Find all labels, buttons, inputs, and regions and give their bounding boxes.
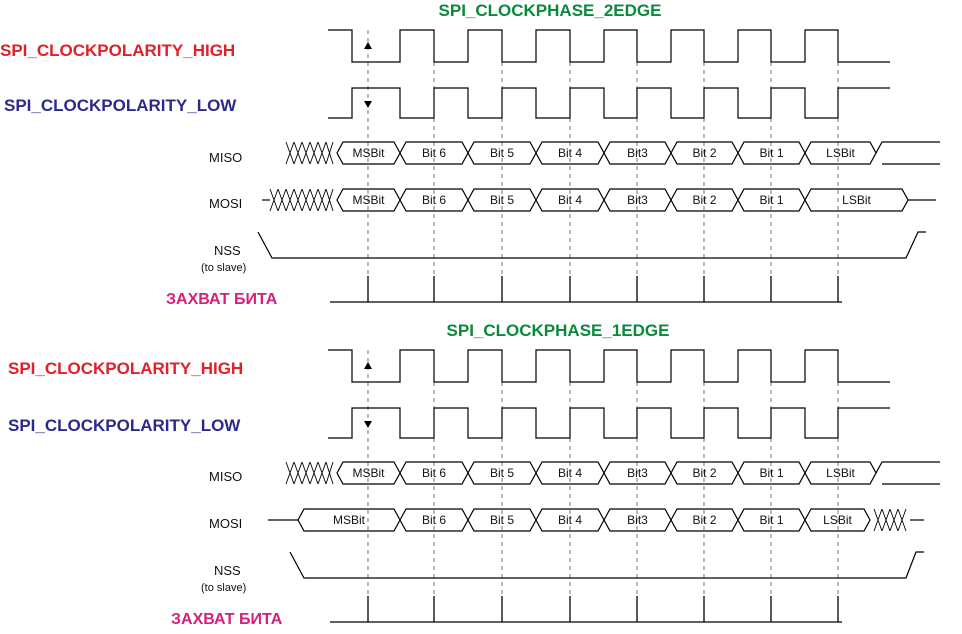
clock-polarity-high-label: SPI_CLOCKPOLARITY_HIGH [8,359,243,378]
mosi-bus-cell [804,188,909,212]
miso-bus-bit-label: Bit3 [627,146,648,160]
mosi-bus-bit-label: Bit 4 [558,193,582,207]
mosi-label: MOSI [209,196,242,211]
clock-polarity-low-waveform [328,407,890,439]
miso-bus-bit-label: Bit 2 [692,466,716,480]
miso-bus-bit-label: Bit3 [627,466,648,480]
clock-polarity-high-waveform [328,349,890,383]
miso-bus-bit-label: LSBit [826,466,855,480]
miso-undefined-region [285,141,334,165]
mosi-bus-bit-label: Bit 5 [490,513,514,527]
panel-1edge: SPI_CLOCKPHASE_1EDGE SPI_CLOCKPOLARITY_H… [8,321,940,628]
mosi-bus-bit-label: Bit 2 [692,193,716,207]
nss-sub-label: (to slave) [201,582,246,594]
miso-bus-bit-label: Bit 1 [759,466,783,480]
nss-waveform [257,231,926,259]
bit-capture-label: ЗАХВАТ БИТА [166,291,278,308]
mosi-label: MOSI [209,516,242,531]
mosi-bus-bit-label: Bit3 [627,193,648,207]
miso-bus-bit-label: LSBit [826,146,855,160]
miso-tail [875,141,940,165]
clock-polarity-high-waveform [328,29,890,63]
panel-title-1edge: SPI_CLOCKPHASE_1EDGE [447,321,670,340]
nss-waveform [289,551,924,579]
clock-polarity-high-label: SPI_CLOCKPOLARITY_HIGH [0,41,235,60]
mosi-bus-bit-label: Bit 6 [422,513,446,527]
panel-title-2edge: SPI_CLOCKPHASE_2EDGE [439,1,662,20]
mosi-bus-cell [804,508,871,532]
clock-polarity-low-waveform [328,87,890,119]
miso-bus-bit-label: MSBit [352,466,385,480]
mosi-bus-bit-label: Bit 5 [490,193,514,207]
miso-bus-bit-label: Bit 4 [558,466,582,480]
mosi-bus-bit-label: LSBit [842,193,871,207]
miso-bus-bit-label: MSBit [352,146,385,160]
miso-undefined-region [285,461,334,485]
mosi-bus-bit-label: Bit 4 [558,513,582,527]
nss-label: NSS [214,563,241,578]
nss-sub-label: (to slave) [201,262,246,274]
mosi-bus-bit-label: Bit3 [627,513,648,527]
clock-polarity-low-label: SPI_CLOCKPOLARITY_LOW [8,416,241,435]
miso-bus-bit-label: Bit 6 [422,146,446,160]
mosi-undefined-region [269,188,334,212]
mosi-bus-bit-label: MSBit [333,513,366,527]
miso-bus-bit-label: Bit 4 [558,146,582,160]
nss-label: NSS [214,243,241,258]
clock-edge-arrow [364,421,372,428]
mosi-undefined-region [873,508,907,532]
miso-tail [875,461,940,485]
miso-bus-bit-label: Bit 6 [422,466,446,480]
mosi-bus-bit-label: Bit 6 [422,193,446,207]
clock-edge-arrow [364,362,372,369]
miso-bus-bit-label: Bit 1 [759,146,783,160]
miso-label: MISO [209,469,242,484]
mosi-bus-bit-label: MSBit [352,193,385,207]
clock-edge-arrow [364,42,372,49]
miso-bus-bit-label: Bit 5 [490,466,514,480]
mosi-bus-bit-label: Bit 1 [759,193,783,207]
miso-label: MISO [209,150,242,165]
miso-bus-bit-label: Bit 5 [490,146,514,160]
bit-capture-label: ЗАХВАТ БИТА [171,611,283,628]
clock-polarity-low-label: SPI_CLOCKPOLARITY_LOW [4,96,237,115]
clock-edge-arrow [364,101,372,108]
panel-2edge: SPI_CLOCKPHASE_2EDGE SPI_CLOCKPOLARITY_H… [0,1,940,308]
mosi-bus-bit-label: LSBit [823,513,852,527]
mosi-bus-bit-label: Bit 1 [759,513,783,527]
mosi-bus-bit-label: Bit 2 [692,513,716,527]
miso-bus-bit-label: Bit 2 [692,146,716,160]
